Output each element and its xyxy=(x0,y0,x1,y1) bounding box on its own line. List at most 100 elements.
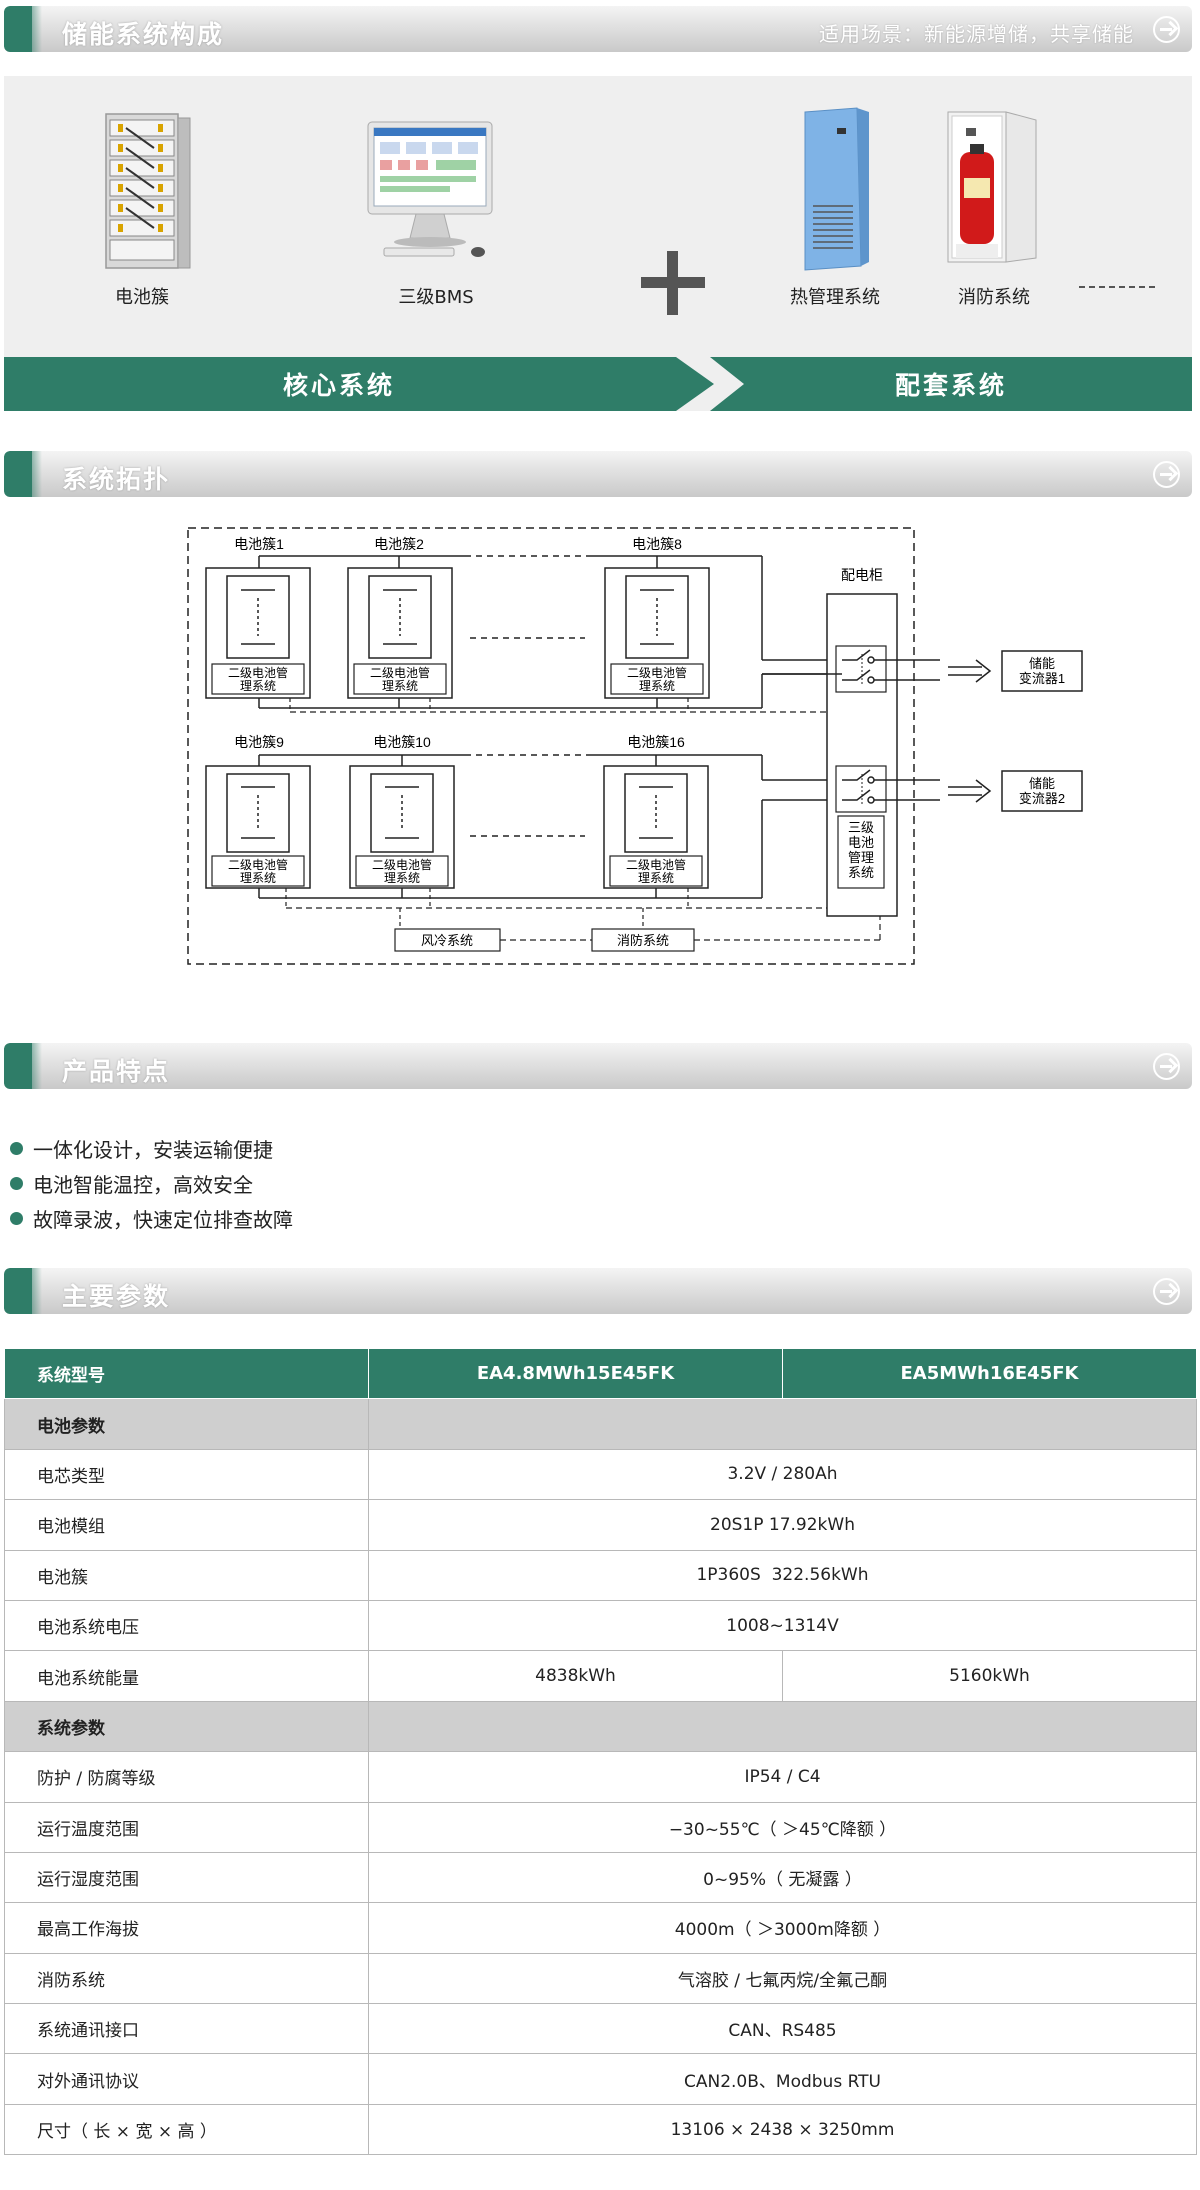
table-row: 电芯类型 3.2V / 280Ah xyxy=(4,1448,1197,1501)
bms2-label: 二级电池管 xyxy=(626,857,686,872)
cluster-label: 电池簇8 xyxy=(632,536,682,552)
row-value: −30~55℃（ ＞45℃降额 ） xyxy=(368,1801,1197,1853)
row-value-a: 4838kWh xyxy=(368,1650,783,1702)
feature-item: 电池智能温控，高效安全 xyxy=(10,1169,253,1198)
plus-icon xyxy=(641,251,705,315)
section-accent xyxy=(4,6,42,52)
header-model-b: EA5MWh16E45FK xyxy=(782,1347,1197,1400)
bms2-label: 二级电池管 xyxy=(372,857,432,872)
monitor-icon xyxy=(367,121,493,257)
cluster-box: 二级电池管 理系统 xyxy=(347,567,453,699)
row-label: 消防系统 xyxy=(4,1952,369,2005)
pcs-1-box xyxy=(1001,650,1083,692)
double-arrow-icon xyxy=(948,779,992,803)
enclosure-border xyxy=(187,527,915,965)
params-section-bar: 主要参数 xyxy=(4,1268,1192,1314)
bms3-label: 系统 xyxy=(848,865,874,880)
comp-label-fire: 消防系统 xyxy=(958,287,1030,308)
section-subtitle: 适用场景：新能源增储，共享储能 xyxy=(819,22,1134,46)
row-label: 电池簇 xyxy=(4,1549,369,1601)
feature-item: 一体化设计，安装运输便捷 xyxy=(10,1134,273,1163)
feature-text: 电池智能温控，高效安全 xyxy=(33,1173,253,1197)
row-value: IP54 / C4 xyxy=(368,1751,1197,1803)
topology-diagram: 电池簇1 电池簇2 电池簇8 二级电池管 理系统 二级电池管 理系统 xyxy=(187,527,1083,965)
bms2-label: 二级电池管 xyxy=(627,665,687,680)
table-header-row: 系统型号 EA4.8MWh15E45FK EA5MWh16E45FK xyxy=(4,1347,1197,1400)
pcs-2-box xyxy=(1001,770,1083,812)
bms2-label: 理系统 xyxy=(240,679,276,693)
row-value: CAN2.0B、Modbus RTU xyxy=(368,2053,1197,2105)
cluster-label: 电池簇16 xyxy=(627,734,685,750)
composition-panel: 电池簇 三级BMS 热管理系统 消 xyxy=(4,76,1192,411)
row-label: 最高工作海拔 xyxy=(4,1902,369,1954)
arrow-right-icon[interactable] xyxy=(1153,1278,1180,1305)
bms2-label: 理系统 xyxy=(639,679,675,693)
bms2-label: 理系统 xyxy=(638,871,674,885)
row-label: 尺寸（ 长 × 宽 × 高 ） xyxy=(4,2103,369,2156)
row-label: 电池系统电压 xyxy=(4,1599,369,1652)
group-label: 系统参数 xyxy=(4,1700,369,1753)
arrow-right-icon[interactable] xyxy=(1153,1053,1180,1080)
table-row: 对外通讯协议 CAN2.0B、Modbus RTU xyxy=(4,2053,1197,2105)
feature-text: 故障录波，快速定位排查故障 xyxy=(33,1208,293,1232)
section-title: 产品特点 xyxy=(62,1057,171,1086)
fire-label: 消防系统 xyxy=(617,933,669,948)
row-value: 0~95%（ 无凝露 ） xyxy=(368,1851,1197,1904)
row-label: 电池系统能量 xyxy=(4,1650,369,1702)
row-label: 电池模组 xyxy=(4,1499,369,1551)
table-row: 电池模组 20S1P 17.92kWh xyxy=(4,1499,1197,1551)
cluster-box: 二级电池管 理系统 xyxy=(205,567,311,699)
arrow-right-icon[interactable] xyxy=(1153,16,1180,43)
section-title: 储能系统构成 xyxy=(62,20,225,49)
bms3-label: 管理 xyxy=(848,850,874,865)
bullet-icon xyxy=(10,1142,23,1155)
feature-text: 一体化设计，安装运输便捷 xyxy=(33,1138,273,1162)
support-system-ribbon: 配套系统 xyxy=(710,357,1192,411)
cooling-label: 风冷系统 xyxy=(421,933,473,948)
cluster-label: 电池簇2 xyxy=(374,536,424,552)
table-row: 防护 / 防腐等级 IP54 / C4 xyxy=(4,1751,1197,1803)
topology-section-bar: 系统拓扑 xyxy=(4,451,1192,497)
row-value: CAN、RS485 xyxy=(368,2003,1197,2055)
row-value: 1P360S 322.56kWh xyxy=(368,1549,1197,1601)
bms2-label: 理系统 xyxy=(384,871,420,885)
pcs-label: 储能 xyxy=(1029,656,1055,671)
header-label: 系统型号 xyxy=(4,1347,369,1400)
group-row: 系统参数 xyxy=(4,1700,1197,1753)
cluster-box: 二级电池管 理系统 xyxy=(349,765,455,889)
core-system-label: 核心系统 xyxy=(282,371,395,400)
switch-2 xyxy=(835,765,887,813)
features-section-bar: 产品特点 xyxy=(4,1043,1192,1089)
section-title: 系统拓扑 xyxy=(62,465,171,494)
bullet-icon xyxy=(10,1177,23,1190)
row-value: 4000m（ ＞3000m降额 ） xyxy=(368,1902,1197,1954)
header-model-a: EA4.8MWh15E45FK xyxy=(368,1347,783,1400)
table-row: 最高工作海拔 4000m（ ＞3000m降额 ） xyxy=(4,1902,1197,1954)
row-label: 电芯类型 xyxy=(4,1448,369,1501)
composition-section-bar: 储能系统构成 适用场景：新能源增储，共享储能 xyxy=(4,6,1192,52)
row-label: 运行湿度范围 xyxy=(4,1851,369,1904)
bms3-box xyxy=(837,815,885,889)
cabinet-label: 配电柜 xyxy=(841,567,883,583)
cluster-label: 电池簇10 xyxy=(373,734,431,750)
table-row: 尺寸（ 长 × 宽 × 高 ） 13106 × 2438 × 3250mm xyxy=(4,2103,1197,2156)
arrow-right-icon[interactable] xyxy=(1153,461,1180,488)
row-label: 运行温度范围 xyxy=(4,1801,369,1853)
comp-label-thermal: 热管理系统 xyxy=(790,287,880,308)
bms2-label: 二级电池管 xyxy=(370,665,430,680)
switch-1 xyxy=(835,645,887,693)
table-row: 消防系统 气溶胶 / 七氟丙烷/全氟己酮 xyxy=(4,1952,1197,2005)
double-arrow-icon xyxy=(948,659,992,683)
cluster-box: 二级电池管 理系统 xyxy=(604,567,710,699)
pcs-label: 储能 xyxy=(1029,776,1055,791)
thermal-cabinet-icon xyxy=(804,107,869,271)
bms2-label: 理系统 xyxy=(240,871,276,885)
section-accent xyxy=(4,1268,42,1314)
bms3-label: 电池 xyxy=(848,835,874,850)
table-row: 电池系统能量 4838kWh 5160kWh xyxy=(4,1650,1197,1702)
row-label: 系统通讯接口 xyxy=(4,2003,369,2055)
row-value-b: 5160kWh xyxy=(782,1650,1197,1702)
fire-box xyxy=(591,928,695,952)
cluster-label: 电池簇9 xyxy=(234,734,284,750)
bms2-label: 二级电池管 xyxy=(228,665,288,680)
